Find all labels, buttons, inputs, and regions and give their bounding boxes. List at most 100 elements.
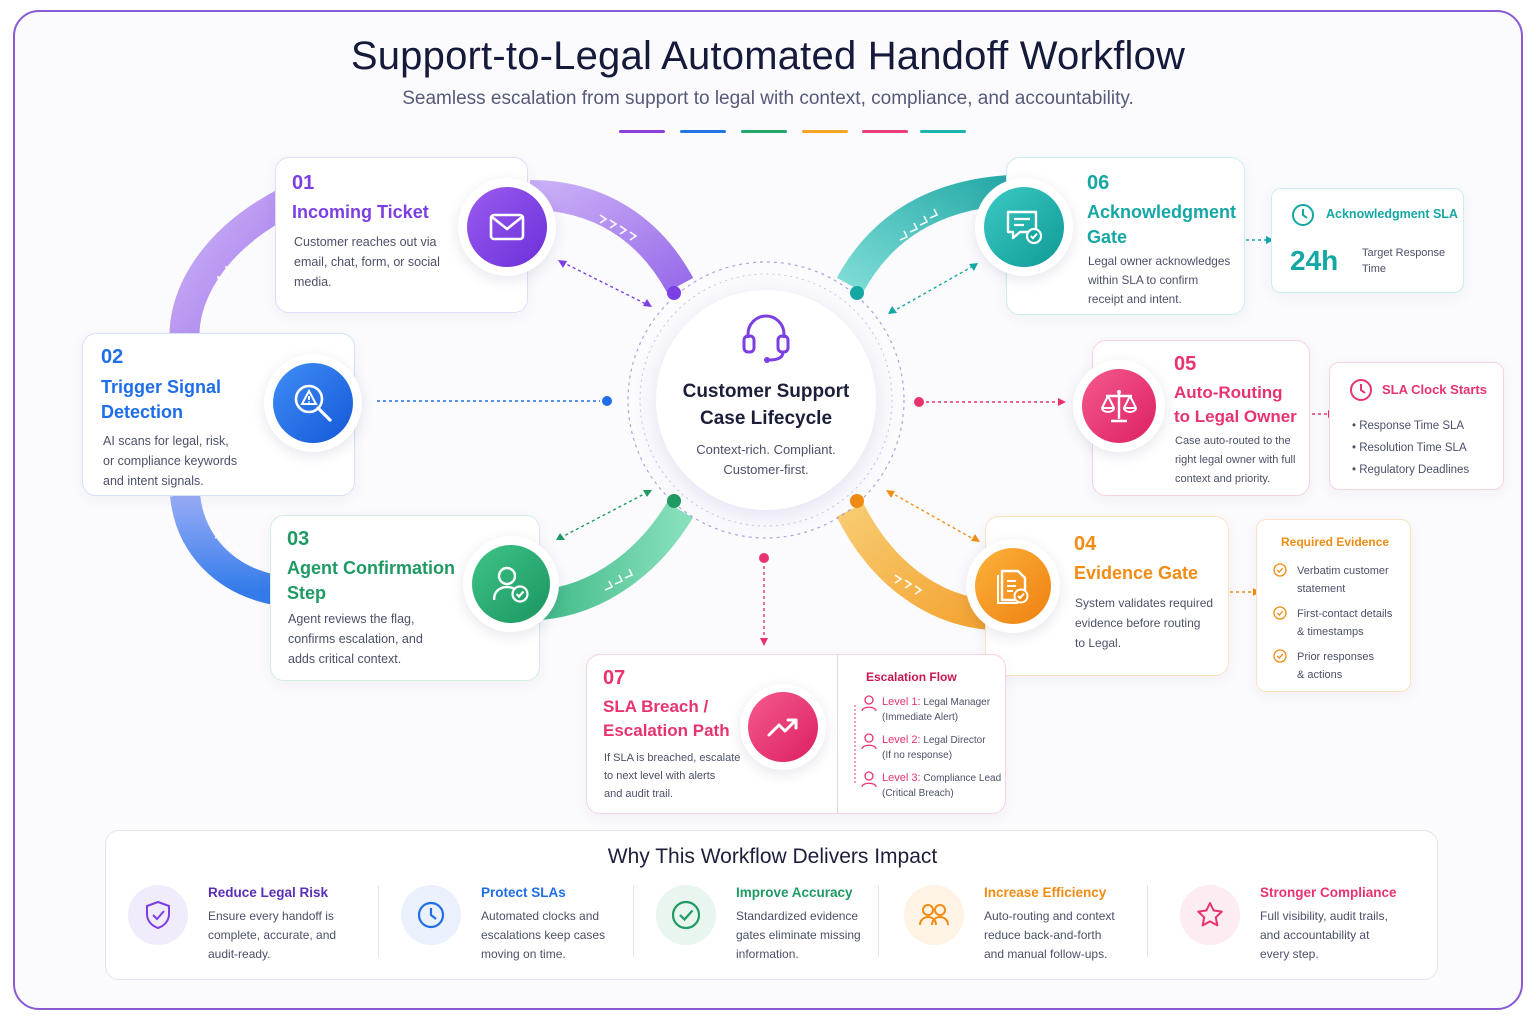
list-item-label: Response Time SLA [1359,420,1465,432]
list-item: • Resolution Time SLA [1352,442,1467,454]
step-title: Auto-Routing to Legal Owner [1174,381,1297,429]
desc-line: Case auto-routed to the [1175,435,1291,447]
level-note: (Immediate Alert) [882,712,959,723]
item-line: Verbatim customer [1297,565,1389,577]
item-line: Prior responses [1297,651,1375,663]
desc-line: Customer reaches out via [294,235,437,249]
step-description: Case auto-routed to the right legal owne… [1175,432,1310,489]
accent-bar-orange [802,130,848,133]
divider [837,655,838,813]
ack-sla-value: 24h [1290,245,1339,276]
step-06-icon-wrap [975,178,1073,276]
ack-sla-title: Acknowledgment SLA [1326,207,1458,221]
title-line: Trigger Signal [101,377,222,397]
desc-line: and audit trail. [604,788,674,800]
document-check-icon [997,569,1029,604]
desc-line: gates eliminate missing [736,928,861,942]
impact-item-desc: Full visibility, audit trails, and accoun… [1260,907,1420,964]
desc-line: adds critical context. [288,652,402,666]
page-title: Support-to-Legal Automated Handoff Workf… [350,34,1186,78]
desc-line: System validates required [1075,596,1214,610]
desc-line: Ensure every handoff is [208,909,334,923]
title-line: Step [287,583,327,603]
impact-item-title: Reduce Legal Risk [208,885,329,900]
sla-clock-list: • Response Time SLA • Resolution Time SL… [1352,415,1502,481]
step-number: 02 [101,346,124,368]
desc-line: Full visibility, audit trails, [1260,909,1388,923]
desc-line: every step. [1260,947,1319,961]
chat-check-icon [1006,210,1043,245]
headset-icon [742,314,790,363]
item-line: First-contact details [1297,608,1393,620]
trend-up-icon [767,718,798,737]
title-line: SLA Breach / [603,697,709,716]
users-icon [919,904,949,926]
step-05-icon-wrap [1073,360,1165,452]
step-number: 06 [1087,172,1110,194]
desc-line: Auto-routing and context [984,909,1115,923]
escalation-level: Level 2: Legal Director (If no response) [882,733,1002,763]
level-note: (Critical Breach) [882,788,954,799]
desc-line: moving on time. [481,947,566,961]
desc-line: or compliance keywords [103,454,238,468]
desc-line: receipt and intent. [1088,292,1182,306]
shield-check-icon [146,900,170,930]
impact-item-title: Stronger Compliance [1260,885,1397,900]
step-title: SLA Breach / Escalation Path [603,695,730,743]
step-title: Evidence Gate [1074,563,1199,583]
step-number: 07 [603,667,626,689]
step-description: If SLA is breached, escalate to next lev… [604,749,744,803]
escalation-level: Level 3: Compliance Lead (Critical Breac… [882,771,1002,801]
hub-title-line1: Customer Support [682,381,850,402]
desc-line: context and priority. [1175,473,1271,485]
hub-title: Customer Support Case Lifecycle [656,378,876,432]
step-number: 03 [287,528,310,550]
check-circle-icon [671,900,701,930]
desc-line: and accountability at [1260,928,1370,942]
hub-subtitle: Context-rich. Compliant. Customer-first. [656,440,876,480]
desc-line: to next level with alerts [604,770,716,782]
escalation-title: Escalation Flow [866,670,957,684]
divider [1147,885,1148,957]
impact-title: Why This Workflow Delivers Impact [607,845,938,868]
desc-line: and intent signals. [103,474,204,488]
item-line: statement [1297,583,1346,595]
desc-line: media. [294,275,332,289]
step-number: 01 [292,172,315,194]
title-line: Acknowledgment [1087,202,1237,222]
user-check-icon [492,566,529,603]
impact-item: Reduce Legal Risk Ensure every handoff i… [106,879,366,969]
hub-sub-line2: Customer-first. [723,462,809,477]
ack-sla-card: Acknowledgment SLA 24h Target Response T… [1271,188,1464,293]
hub-case-lifecycle: Customer Support Case Lifecycle Context-… [656,290,876,510]
list-item-label: Regulatory Deadlines [1359,464,1470,476]
page-subtitle: Seamless escalation from support to lega… [402,88,1134,109]
mail-icon [489,213,525,241]
title-line: Detection [101,402,184,422]
step-description: System validates required evidence befor… [1075,593,1225,653]
title-line: Auto-Routing [1174,383,1283,402]
divider [378,885,379,957]
title-line: Agent Confirmation [287,558,455,578]
level-label: Level 1: [882,696,921,708]
impact-item-title: Protect SLAs [481,885,566,900]
desc-line: Agent reviews the flag, [288,612,415,626]
accent-bar-green [741,130,787,133]
desc-line: confirms escalation, and [288,632,423,646]
step-description: Legal owner acknowledges within SLA to c… [1088,252,1243,309]
divider [878,885,879,957]
step-description: AI scans for legal, risk, or compliance … [103,431,273,491]
list-item-label: Resolution Time SLA [1359,442,1467,454]
step-number: 05 [1174,353,1197,375]
desc-line: to Legal. [1075,636,1122,650]
star-icon [1197,902,1223,927]
clock-icon [1292,204,1314,226]
step-number: 04 [1074,533,1097,555]
clock-icon [417,901,445,929]
step-04-icon-wrap [966,539,1060,633]
